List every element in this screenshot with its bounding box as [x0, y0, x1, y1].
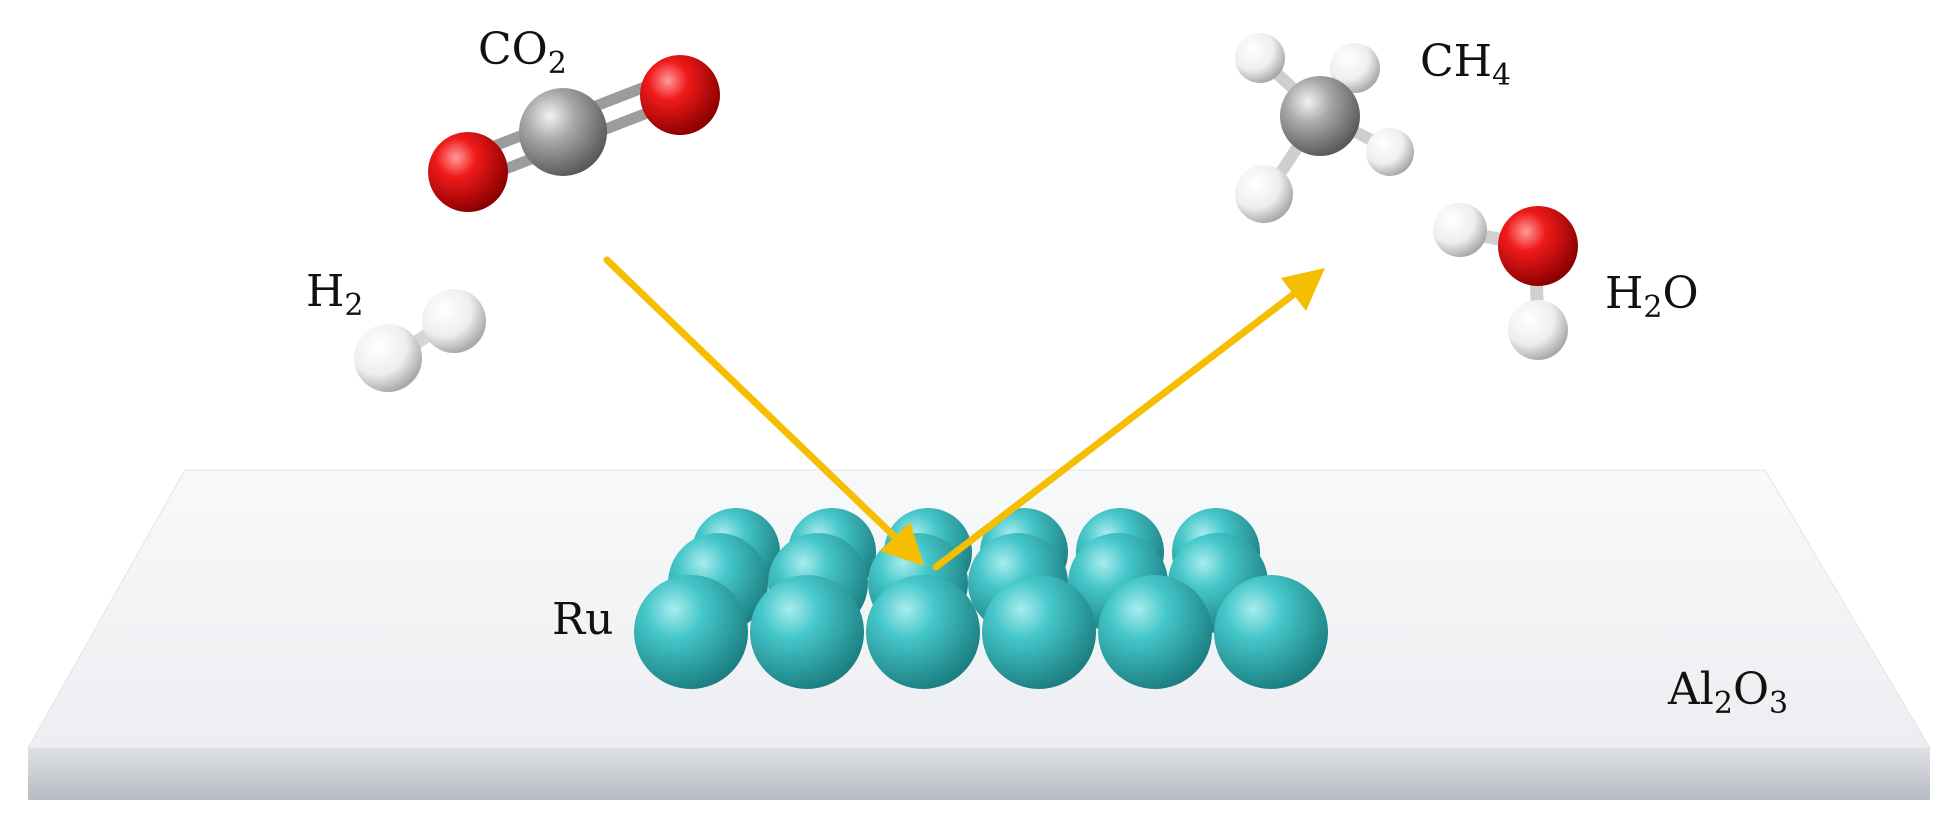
h2o-hydrogen-atom-left — [1433, 203, 1487, 257]
h2-hydrogen-atom-left — [354, 324, 422, 392]
h2o-label: H2O — [1605, 268, 1699, 325]
ruthenium-atom — [1098, 575, 1212, 689]
ch4-hydrogen-atom-front — [1235, 165, 1293, 223]
incoming-arrow — [603, 256, 924, 566]
ch4-hydrogen-atom-back-left — [1235, 33, 1285, 83]
incoming-arrowhead — [880, 522, 924, 566]
co2-label: CO2 — [478, 24, 567, 81]
ruthenium-cluster — [634, 508, 1328, 689]
ch4-carbon-atom — [1280, 76, 1360, 156]
ch4-hydrogen-atom-back-right — [1330, 43, 1380, 93]
ru-label: Ru — [552, 594, 614, 645]
h2-label: H2 — [306, 266, 364, 323]
h2-molecule — [354, 289, 486, 392]
ch4-label: CH4 — [1420, 36, 1512, 93]
h2-hydrogen-atom-right — [422, 289, 486, 353]
ruthenium-atom — [866, 575, 980, 689]
support-front-face — [28, 748, 1930, 800]
co2-oxygen-atom-right — [640, 55, 720, 135]
ruthenium-atom — [634, 575, 748, 689]
outgoing-arrow — [932, 268, 1325, 571]
co2-oxygen-atom-left — [428, 132, 508, 212]
h2o-hydrogen-atom-bottom — [1508, 300, 1568, 360]
ruthenium-atom — [982, 575, 1096, 689]
ch4-hydrogen-atom-right — [1366, 128, 1414, 176]
ruthenium-atom — [1214, 575, 1328, 689]
ch4-molecule — [1235, 33, 1414, 223]
h2o-molecule — [1433, 203, 1578, 360]
co2-molecule — [428, 55, 720, 212]
ruthenium-atom — [750, 575, 864, 689]
outgoing-arrowhead — [1281, 268, 1325, 311]
al2o3-label: Al2O3 — [1668, 664, 1789, 721]
co2-carbon-atom — [519, 88, 607, 176]
h2o-oxygen-atom — [1498, 206, 1578, 286]
